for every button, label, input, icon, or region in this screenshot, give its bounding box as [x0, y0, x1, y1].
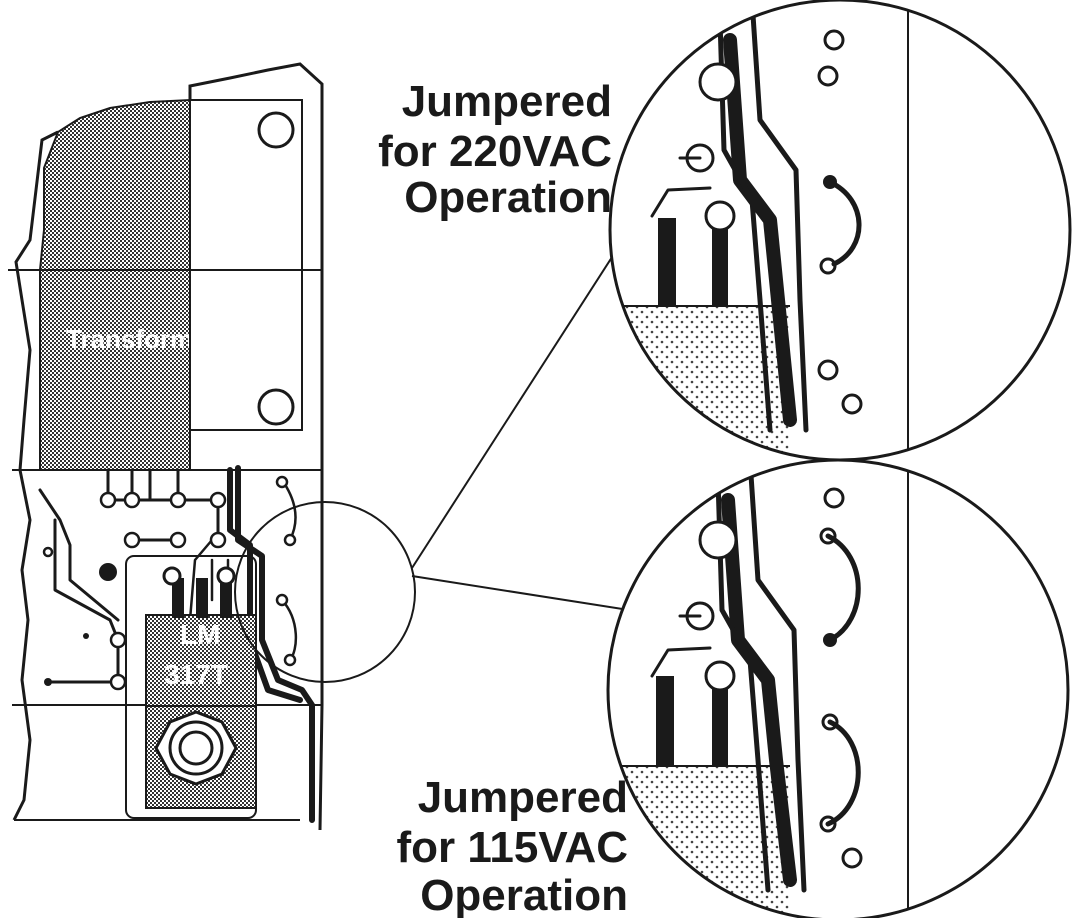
jumper-wire-115vac-b — [825, 719, 861, 827]
caption-115vac: Jumpered for 115VAC Operation — [397, 773, 629, 918]
circuit-board: Transformer — [8, 62, 416, 831]
transformer-bracket — [189, 99, 303, 431]
callout-connectors — [411, 225, 655, 615]
transformer-body — [39, 98, 191, 471]
caption-115vac-line1: Jumpered — [418, 773, 628, 822]
transformer-label: Transformer — [66, 324, 218, 354]
caption-220vac-line3: Operation — [404, 173, 612, 222]
jumper-wire-115vac-a — [825, 533, 861, 643]
mounting-hole-top — [257, 111, 295, 149]
jumper-wire-220vac — [827, 179, 862, 267]
caption-220vac-line2: for 220VAC — [378, 127, 612, 176]
regulator-label-line1: LM — [180, 619, 220, 650]
magnify-region-circle — [234, 501, 416, 683]
magnified-view-115vac — [606, 458, 1070, 918]
caption-115vac-line3: Operation — [420, 871, 628, 918]
mounting-hole-bottom — [257, 388, 295, 426]
caption-220vac: Jumpered for 220VAC Operation — [378, 77, 612, 222]
caption-115vac-line2: for 115VAC — [397, 823, 629, 872]
caption-220vac-line1: Jumpered — [402, 77, 612, 126]
lm317t-regulator: LM 317T — [125, 555, 257, 819]
magnified-view-220vac — [608, 0, 1072, 462]
regulator-label-line2: 317T — [164, 659, 228, 690]
board-pads — [42, 475, 297, 691]
board-outline — [12, 62, 324, 831]
